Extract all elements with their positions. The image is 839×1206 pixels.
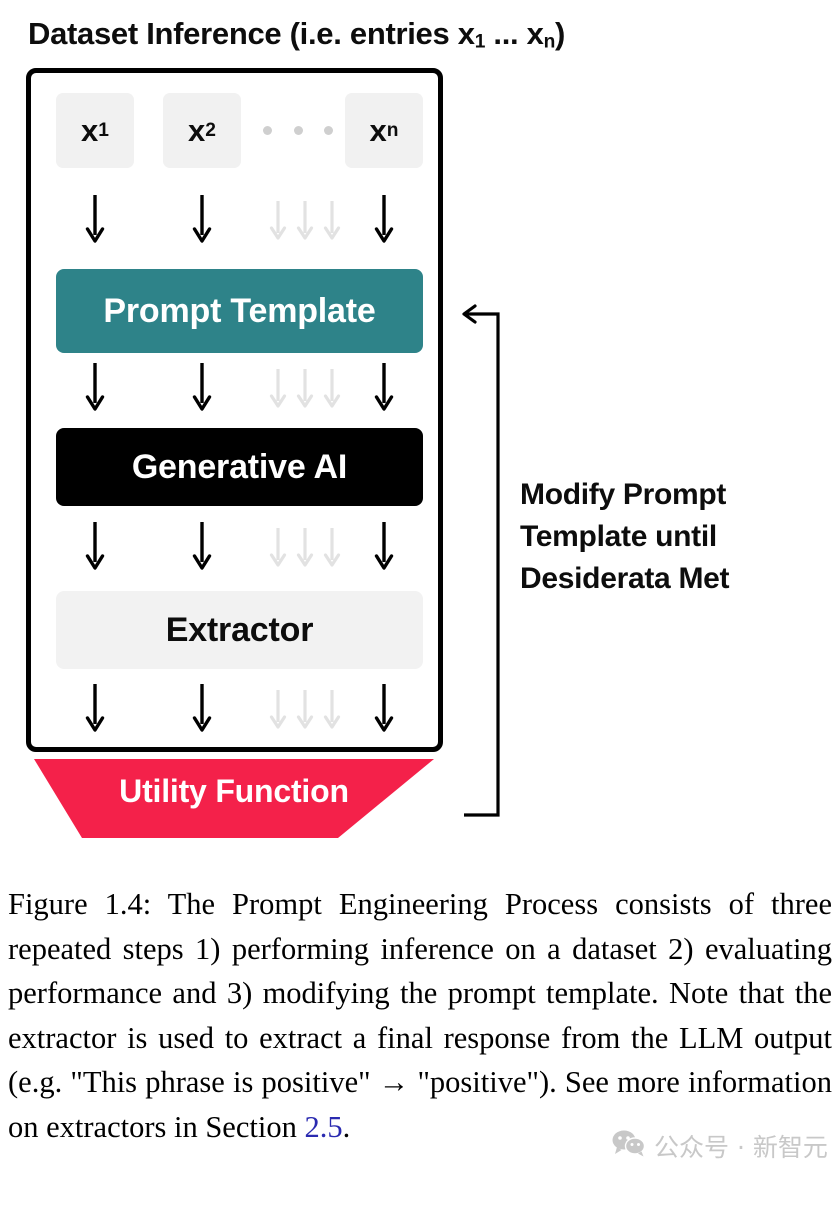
ellipsis-dot — [293, 126, 303, 135]
down-arrow-faint-icon — [319, 361, 345, 413]
down-arrow-faint-icon — [292, 193, 318, 245]
ellipsis-dots-icon — [263, 93, 333, 168]
wechat-icon — [612, 1129, 646, 1163]
down-arrow-faint-icon — [265, 520, 291, 572]
down-arrow-faint-icon — [319, 682, 345, 734]
watermark: 公众号 · 新智元 — [612, 1128, 828, 1164]
down-arrow-faint-icon — [265, 682, 291, 734]
down-arrow-icon — [82, 682, 108, 734]
entry-chip-xn-sub: n — [386, 119, 399, 141]
down-arrow-faint-icon — [319, 520, 345, 572]
down-arrow-icon — [371, 682, 397, 734]
down-arrow-icon — [82, 361, 108, 413]
entry-chip-x1-sub: 1 — [98, 119, 109, 141]
down-arrow-faint-icon — [265, 193, 291, 245]
arrow-row-3 — [56, 520, 423, 572]
down-arrow-icon — [189, 193, 215, 245]
down-arrow-faint-icon — [292, 520, 318, 572]
utility-function-block[interactable]: Utility Function — [34, 759, 434, 838]
down-arrow-faint-icon — [319, 193, 345, 245]
caption-text-main: Figure 1.4: The Prompt Engineering Proce… — [8, 887, 832, 1144]
down-arrow-faint-icon — [292, 682, 318, 734]
section-link-2-5[interactable]: 2.5 — [304, 1109, 343, 1144]
entry-chip-x2-sub: 2 — [205, 119, 216, 141]
page-title-sub-1: 1 — [474, 31, 486, 53]
down-arrow-icon — [82, 520, 108, 572]
down-arrow-icon — [371, 193, 397, 245]
page-title-suffix: ) — [555, 16, 566, 51]
page-title-sub-2: n — [543, 31, 556, 53]
arrow-row-1 — [56, 193, 423, 245]
stage-prompt-template[interactable]: Prompt Template — [56, 269, 423, 353]
down-arrow-faint-icon — [292, 361, 318, 413]
entry-chip-x1-base: x — [81, 112, 99, 148]
down-arrow-icon — [189, 361, 215, 413]
stage-generative-ai[interactable]: Generative AI — [56, 428, 423, 506]
down-arrow-icon — [82, 193, 108, 245]
caption-text-tail: . — [342, 1109, 351, 1144]
down-arrow-icon — [371, 361, 397, 413]
page-title: Dataset Inference (i.e. entries x1 ... x… — [28, 16, 565, 53]
feedback-loop-arrow — [430, 300, 510, 825]
ellipsis-dot — [263, 126, 272, 135]
stage-extractor[interactable]: Extractor — [56, 591, 423, 669]
down-arrow-icon — [189, 520, 215, 572]
arrow-row-2 — [56, 361, 423, 413]
entry-chip-xn-base: x — [369, 112, 387, 148]
page-title-text: Dataset Inference (i.e. entries x — [28, 16, 475, 51]
down-arrow-icon — [189, 682, 215, 734]
loop-annotation-label: Modify Prompt Template until Desiderata … — [520, 478, 730, 595]
down-arrow-faint-icon — [265, 361, 291, 413]
page-title-mid: ... x — [485, 16, 544, 51]
ellipsis-dot — [324, 126, 333, 135]
arrow-row-4 — [56, 682, 423, 734]
watermark-text: 公众号 · 新智元 — [654, 1133, 828, 1162]
down-arrow-icon — [371, 520, 397, 572]
figure-caption: Figure 1.4: The Prompt Engineering Proce… — [8, 882, 832, 1149]
entry-chip-x2-base: x — [188, 112, 206, 148]
